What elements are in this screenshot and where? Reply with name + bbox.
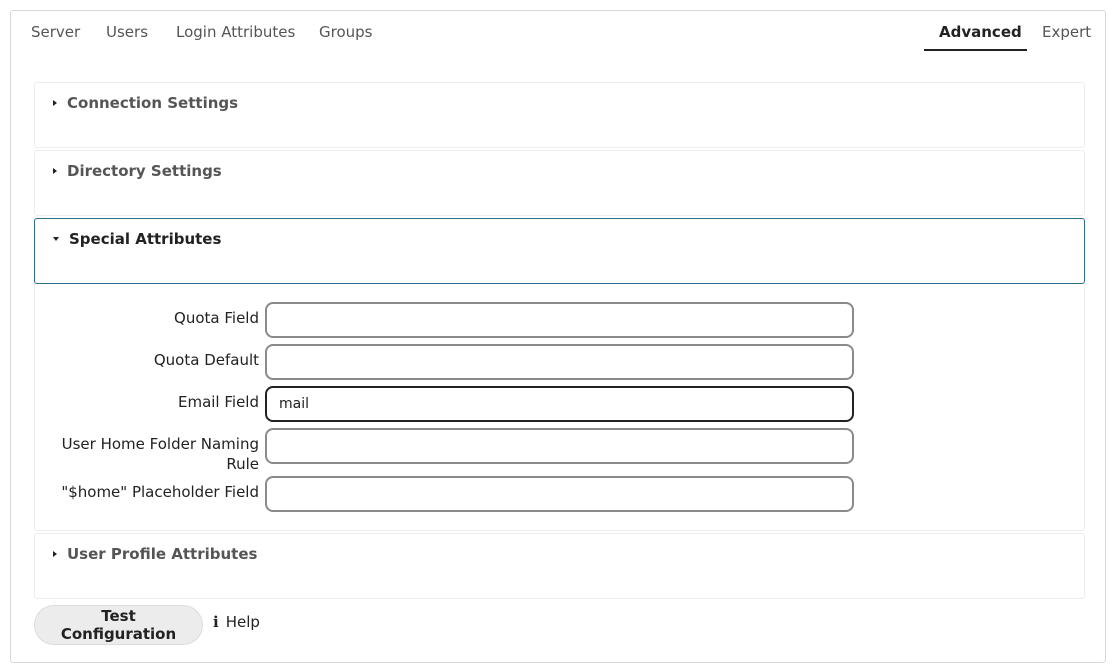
info-icon: i xyxy=(213,613,219,631)
settings-panel xyxy=(10,10,1106,663)
section-title: User Profile Attributes xyxy=(67,545,258,563)
special-attributes-body xyxy=(34,283,1085,531)
quota-default-input[interactable] xyxy=(265,344,854,380)
section-user-profile-attributes-header[interactable]: User Profile Attributes xyxy=(53,543,257,565)
home-folder-naming-rule-input[interactable] xyxy=(265,428,854,464)
home-placeholder-field-input[interactable] xyxy=(265,476,854,512)
email-field-input[interactable] xyxy=(265,386,854,422)
section-directory-settings-header[interactable]: Directory Settings xyxy=(53,160,222,182)
tab-login-attributes[interactable]: Login Attributes xyxy=(176,23,296,41)
section-directory-settings: Directory Settings xyxy=(34,150,1085,216)
section-user-profile-attributes: User Profile Attributes xyxy=(34,533,1085,599)
tab-groups[interactable]: Groups xyxy=(319,23,373,41)
active-tab-indicator xyxy=(924,49,1027,51)
test-configuration-button[interactable]: Test Configuration xyxy=(34,605,203,645)
tab-expert[interactable]: Expert xyxy=(1042,23,1092,41)
email-field-label: Email Field xyxy=(177,393,259,411)
tab-advanced[interactable]: Advanced xyxy=(939,23,1022,41)
caret-right-icon xyxy=(53,168,57,174)
tab-users[interactable]: Users xyxy=(106,23,149,41)
section-title: Connection Settings xyxy=(67,94,239,112)
help-label: Help xyxy=(225,613,260,631)
caret-right-icon xyxy=(53,551,57,557)
quota-default-label: Quota Default xyxy=(153,351,259,369)
section-connection-settings: Connection Settings xyxy=(34,82,1085,148)
section-special-attributes: Special Attributes xyxy=(34,218,1085,284)
caret-down-icon xyxy=(53,237,59,241)
section-special-attributes-header[interactable]: Special Attributes xyxy=(53,228,221,250)
quota-field-input[interactable] xyxy=(265,302,854,338)
section-connection-settings-header[interactable]: Connection Settings xyxy=(53,92,238,114)
tab-server[interactable]: Server xyxy=(31,23,81,41)
home-folder-naming-rule-label: User Home Folder Naming Rule xyxy=(61,435,259,473)
help-link[interactable]: i Help xyxy=(213,613,260,631)
quota-field-label: Quota Field xyxy=(174,309,259,327)
section-title: Special Attributes xyxy=(69,230,222,248)
caret-right-icon xyxy=(53,100,57,106)
section-title: Directory Settings xyxy=(67,162,222,180)
home-placeholder-field-label: "$home" Placeholder Field xyxy=(61,483,259,501)
